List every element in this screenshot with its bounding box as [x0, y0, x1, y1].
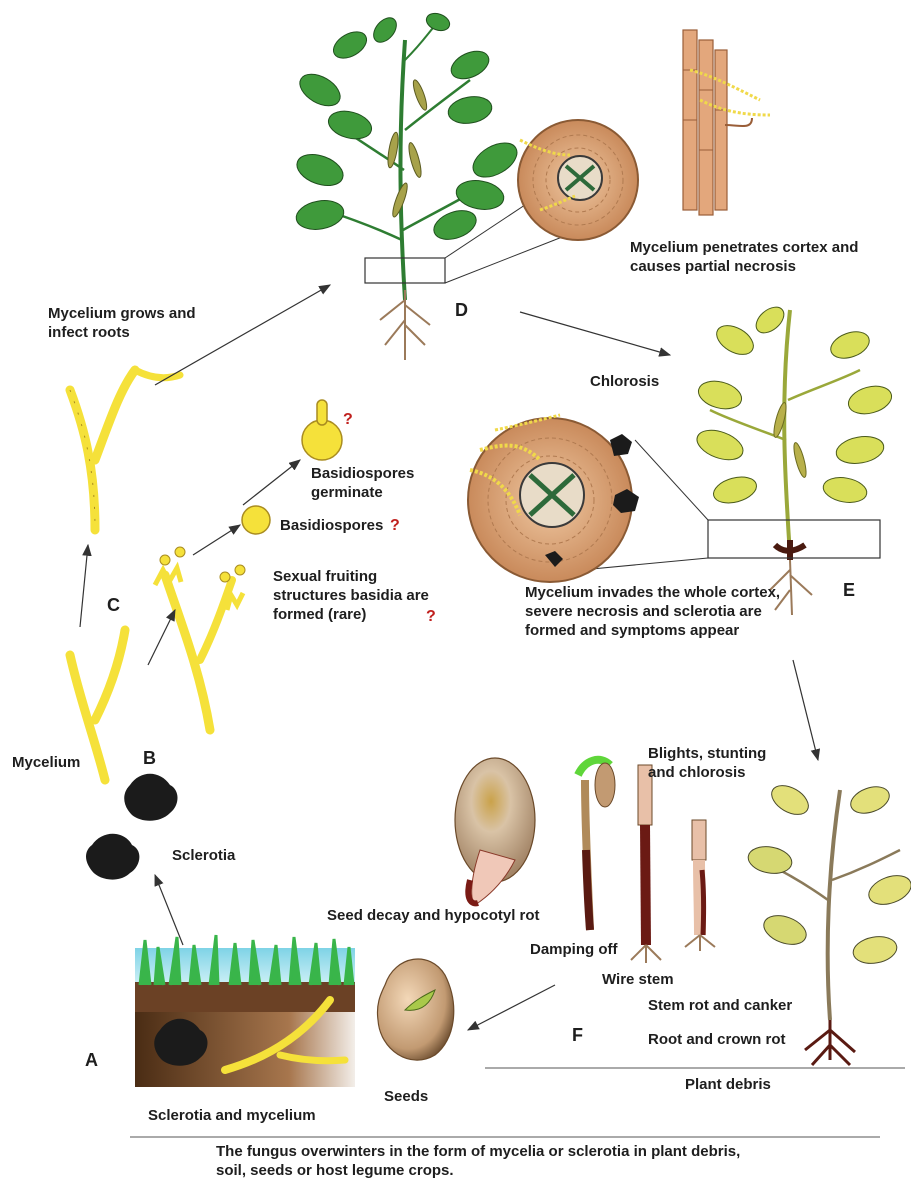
stage-letter-e: E — [843, 580, 855, 601]
label-seed-decay: Seed decay and hypocotyl rot — [327, 906, 540, 925]
question-mark-fruiting: ? — [426, 607, 436, 626]
sclerotia-clusters — [86, 774, 178, 880]
label-basidiospores: Basidiospores — [280, 516, 383, 535]
stage-letter-d: D — [455, 300, 468, 321]
label-sexual-fruiting: Sexual fruiting structures basidia are f… — [273, 567, 443, 624]
damping-off-seedling — [578, 760, 615, 930]
seed-decay-shape — [455, 758, 535, 905]
label-mycelium-invades: Mycelium invades the whole cortex, sever… — [525, 583, 795, 640]
label-damping-off: Damping off — [530, 940, 618, 959]
cortex-section-severe — [468, 415, 639, 582]
label-mycelium: Mycelium — [12, 753, 80, 772]
label-wire-stem: Wire stem — [602, 970, 674, 989]
cortex-longitudinal-cells — [683, 30, 770, 215]
stage-letter-b: B — [143, 748, 156, 769]
label-blights: Blights, stunting and chlorosis — [648, 744, 788, 782]
label-root-crown-rot: Root and crown rot — [648, 1030, 786, 1049]
stage-letter-f: F — [572, 1025, 583, 1046]
label-sclerotia-mycelium: Sclerotia and mycelium — [148, 1106, 316, 1125]
soil-block — [135, 935, 355, 1087]
label-sclerotia: Sclerotia — [172, 846, 235, 865]
label-mycelium-grows: Mycelium grows and infect roots — [48, 304, 218, 342]
seed-shape — [377, 959, 453, 1060]
label-seeds: Seeds — [384, 1087, 428, 1106]
label-mycelium-penetrates: Mycelium penetrates cortex and causes pa… — [630, 238, 880, 276]
label-stem-rot: Stem rot and canker — [648, 996, 792, 1015]
hyphae-stage-b — [70, 547, 245, 780]
stage-letter-c: C — [107, 595, 120, 616]
stage-letter-a: A — [85, 1050, 98, 1071]
label-chlorosis: Chlorosis — [590, 372, 659, 391]
label-plant-debris: Plant debris — [685, 1075, 771, 1094]
label-basidiospores-germinate: Basidiospores germinate — [311, 464, 461, 502]
wire-stem-seedling — [631, 765, 661, 963]
question-mark-germinate: ? — [343, 410, 353, 429]
question-mark-basidiospores: ? — [390, 516, 400, 535]
hyphae-stage-c — [70, 370, 180, 530]
cortex-section-partial — [518, 120, 638, 240]
caption: The fungus overwinters in the form of my… — [216, 1142, 746, 1180]
stem-rot-seedling — [685, 820, 715, 951]
blighted-plant — [746, 780, 911, 1065]
